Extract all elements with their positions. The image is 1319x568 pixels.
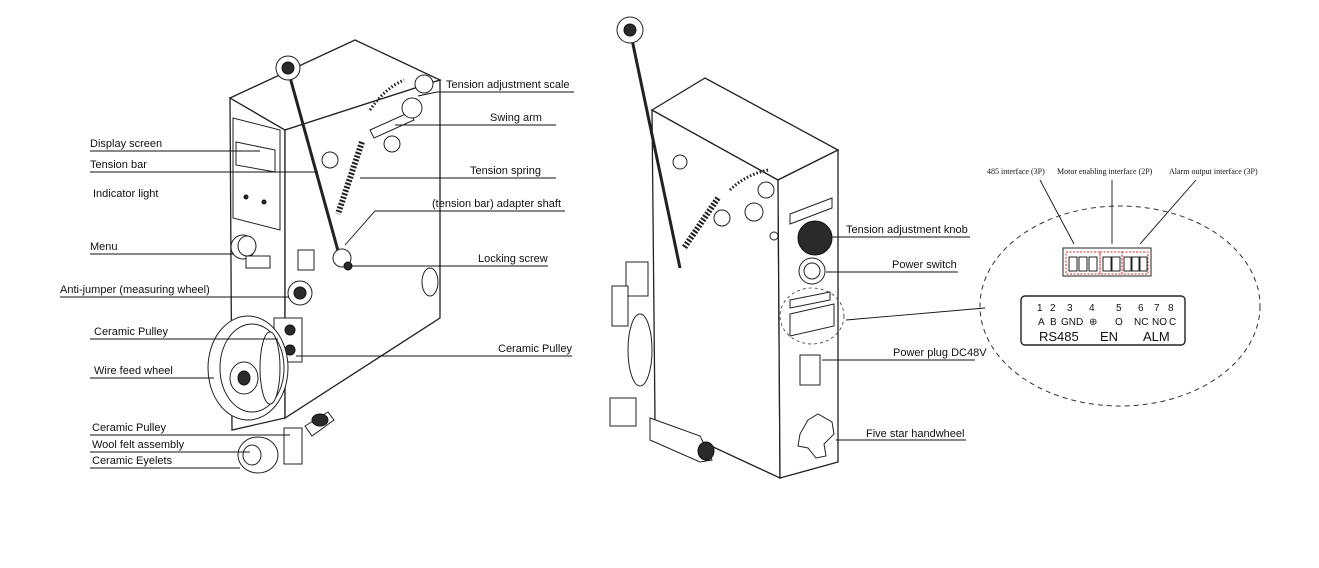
label-tension-adjustment-knob: Tension adjustment knob [846,224,968,236]
left-tension-bar [286,69,342,259]
left-back-knob [421,267,439,297]
connector-detail-circle [979,205,1261,407]
pin-signals: A B GND ⊕ O NC NO C [1038,317,1176,328]
pin-signal: B [1050,317,1057,328]
pin-numbers: 1 2 3 4 5 6 7 8 [1037,303,1174,314]
left-indicator-dot-1 [243,194,249,200]
label-wire-feed-wheel: Wire feed wheel [94,365,173,377]
right-power-plug [799,354,821,386]
label-tension-bar: Tension bar [90,159,147,171]
left-menu-plate [245,255,271,269]
left-tension-scale [368,78,405,111]
pin-signal: GND [1061,317,1083,328]
left-wire-feed-wheel [207,315,289,421]
label-ceramic-pulley-left: Ceramic Pulley [94,326,168,338]
right-device [609,16,845,480]
label-display-screen: Display screen [90,138,162,150]
label-adapter-shaft: (tension bar) adapter shaft [432,198,561,210]
left-swing-arm [369,111,415,139]
label-ceramic-pulley-lower: Ceramic Pulley [92,422,166,434]
right-connector-highlight [779,287,845,345]
pin-number: 8 [1168,303,1174,314]
label-alarm-output-interface: Alarm output interface (3P) [1169,167,1258,176]
label-swing-arm: Swing arm [490,112,542,124]
terminal-group-alm [1121,251,1149,275]
pin-signal: A [1038,317,1045,328]
label-indicator-light: Indicator light [93,188,158,200]
connector-detail: 485 interface (3P) Motor enabling interf… [979,167,1261,407]
group-en: EN [1100,329,1118,344]
right-nameplate [789,197,833,225]
right-tension-knob [797,220,833,256]
right-tension-bar [628,29,682,269]
label-wool-felt-assembly: Wool felt assembly [92,439,185,451]
right-connector-panel [789,303,835,337]
pin-number: 3 [1067,303,1073,314]
pin-signal: NO [1152,317,1167,328]
left-leaders [60,91,574,469]
pin-signal: ⊕ [1089,317,1097,328]
left-indicator-dot-2 [261,199,267,205]
label-power-plug: Power plug DC48V [893,347,987,359]
label-five-star-handwheel: Five star handwheel [866,428,964,440]
label-anti-jumper: Anti-jumper (measuring wheel) [60,284,210,296]
label-ceramic-pulley-right: Ceramic Pulley [498,343,572,355]
pin-number: 6 [1138,303,1144,314]
pin-number: 4 [1089,303,1095,314]
pin-number: 5 [1116,303,1122,314]
left-device [207,39,442,474]
left-tension-spring [335,141,365,215]
left-locking-screw [343,261,353,271]
pin-label-panel [1020,295,1186,346]
group-alm: ALM [1143,329,1170,344]
label-locking-screw: Locking screw [478,253,548,265]
label-tension-spring: Tension spring [470,165,541,177]
terminal-slots [1068,256,1148,272]
left-panel-frame [232,117,281,231]
right-leaders [822,236,986,441]
label-485-interface: 485 interface (3P) [987,167,1045,176]
pin-signal: NC [1134,317,1148,328]
pin-number: 1 [1037,303,1043,314]
label-menu: Menu [90,241,118,253]
left-side-face [284,79,441,420]
left-labels: Tension adjustment scale Swing arm Tensi… [60,79,572,467]
right-five-star-handwheel [797,413,835,459]
group-rs485: RS485 [1039,329,1079,344]
label-tension-adjustment-scale: Tension adjustment scale [446,79,570,91]
pin-signal: O [1115,317,1123,328]
right-labels: Tension adjustment knob Power switch Pow… [846,224,987,440]
label-motor-enabling-interface: Motor enabling interface (2P) [1057,167,1153,176]
left-ceramic-pulley-lower [283,427,303,465]
pin-number: 2 [1050,303,1056,314]
label-power-switch: Power switch [892,259,957,271]
pin-number: 7 [1154,303,1160,314]
right-tension-spring [681,196,721,250]
label-ceramic-eyelets: Ceramic Eyelets [92,455,173,467]
pin-groups: RS485 EN ALM [1039,329,1170,344]
pin-signal: C [1169,317,1176,328]
